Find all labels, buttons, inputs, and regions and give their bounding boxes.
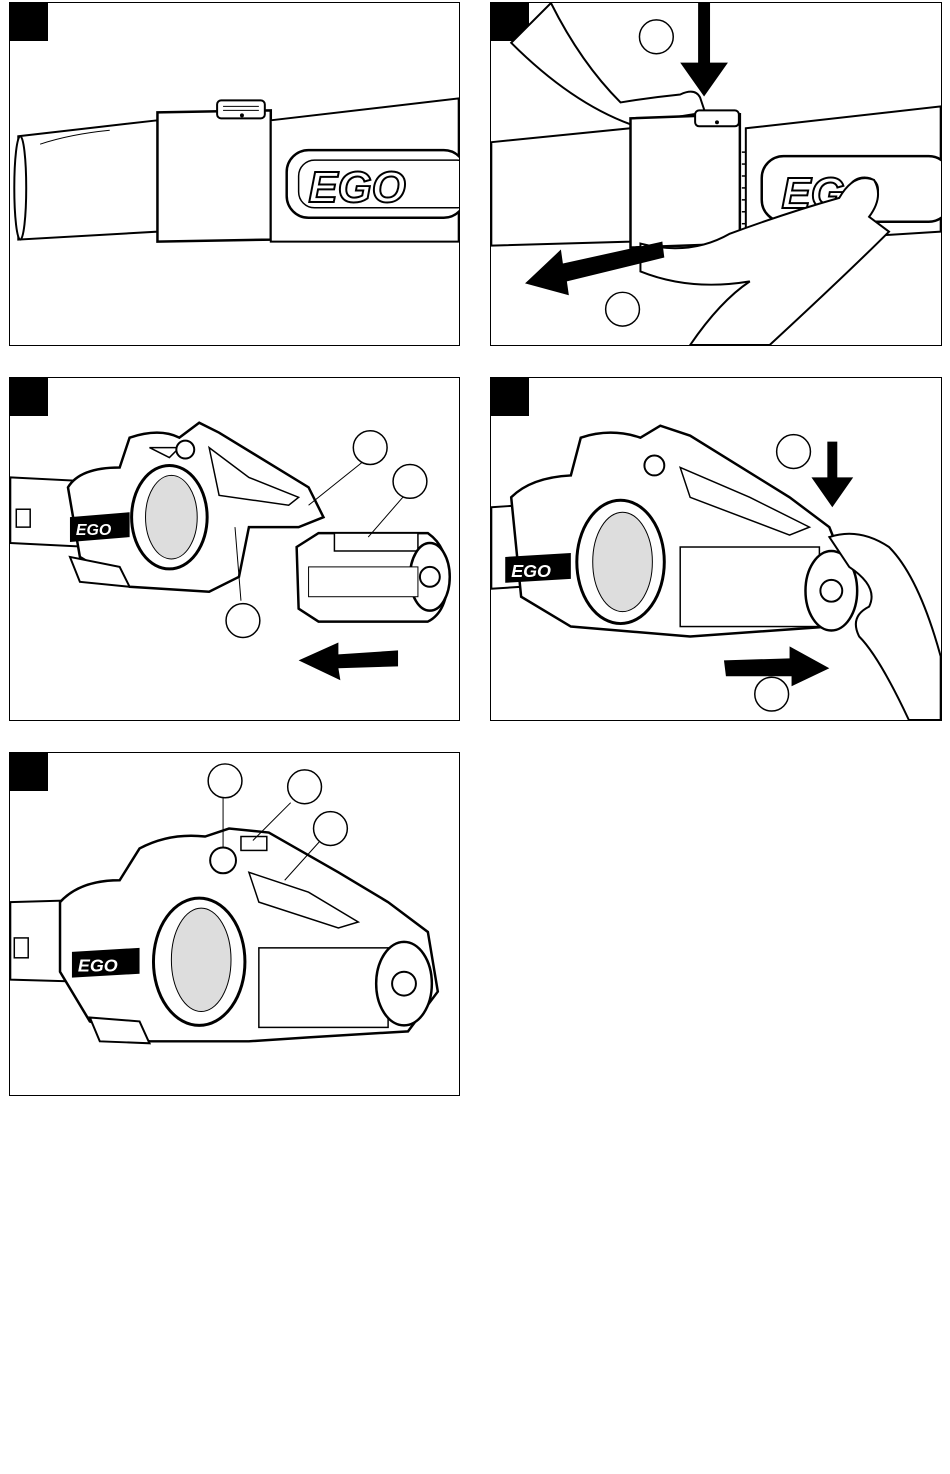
ego-logo-text: EGO [511,561,551,581]
blower-tube-illustration: EGO [10,3,459,345]
arrow-icon [299,642,398,680]
ego-logo-text: EGO [309,163,406,212]
callout-circle-icon [226,604,260,638]
callout-circle-icon [288,770,322,804]
callout-circle-icon [314,812,348,846]
figure-4: EGO [490,377,942,721]
figure-2: EGO [490,2,942,346]
ego-logo-text: EGO [76,522,112,539]
assembled-blower-illustration: EGO [10,753,459,1095]
callout-circle-icon [393,464,427,498]
ego-logo-text: EGO [78,956,118,976]
callout-circle-icon [755,677,789,711]
figure-3: EGO [9,377,460,721]
figure-1: EGO [9,2,460,346]
hand-icon [511,3,705,124]
battery-insert-illustration: EGO [10,378,459,720]
callout-circle-icon [777,435,811,469]
battery-remove-illustration: EGO [491,378,941,720]
figure-5: EGO [9,752,460,1096]
hand-icon [829,534,940,720]
callout-circle-icon [208,764,242,798]
callout-circle-icon [606,292,640,326]
latch-release-illustration: EGO [491,3,941,345]
callout-circle-icon [639,20,673,54]
arrow-icon [680,3,728,96]
arrow-icon [811,442,853,508]
callout-circle-icon [353,431,387,465]
